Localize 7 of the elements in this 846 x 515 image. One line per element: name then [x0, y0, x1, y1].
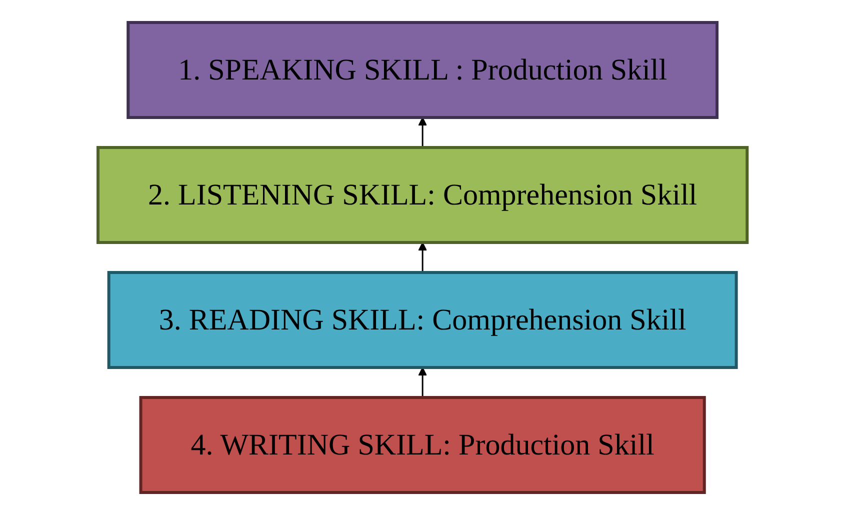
arrow [418, 117, 428, 148]
arrow [418, 367, 428, 398]
node-box: 3. READING SKILL: Comprehension Skill [108, 271, 738, 369]
arrow [418, 242, 428, 272]
node-box: 1. SPEAKING SKILL : Production Skill [127, 21, 719, 119]
node-box: 4. WRITING SKILL: Production Skill [140, 396, 706, 494]
node-box: 2. LISTENING SKILL: Comprehension Skill [96, 146, 750, 244]
